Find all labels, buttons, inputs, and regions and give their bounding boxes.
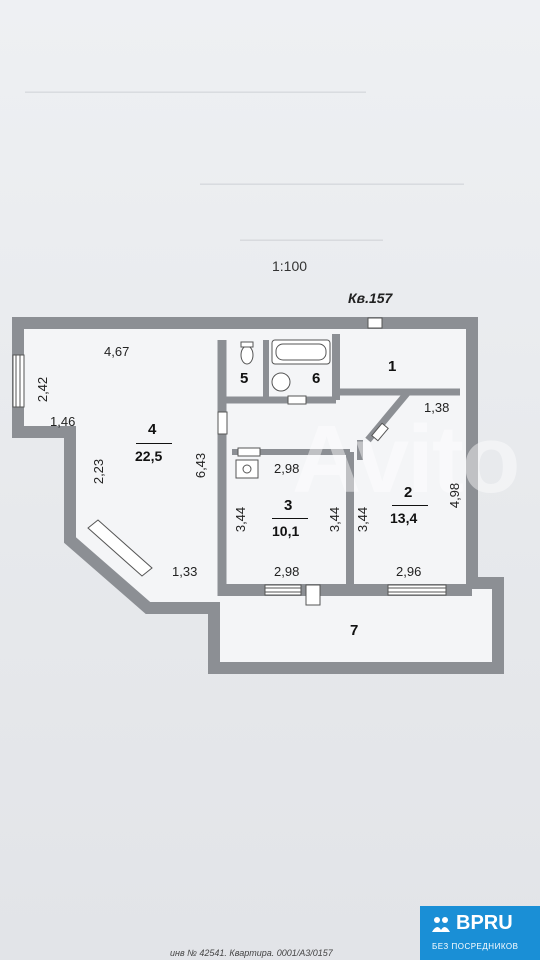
door-balcony [305,584,321,606]
dim-room4-window: 2,42 [35,376,51,403]
room-1-number: 1 [388,358,397,375]
room-4-number: 4 [148,421,157,438]
room-4-area: 22,5 [135,448,163,464]
room-5-number: 5 [240,370,249,387]
window-bottom-2 [387,584,447,596]
dim-room4-right: 6,43 [193,452,209,479]
badge-tagline: БЕЗ ПОСРЕДНИКОВ [432,942,519,951]
door-room2 [371,422,389,442]
dim-room4-diag: 2,23 [91,458,107,485]
plan-scale: 1:100 [272,258,308,274]
room-2-fraction-line [392,505,428,506]
apartment-label: Кв.157 [348,290,393,306]
dim-room3-right: 3,44 [327,506,343,533]
door-bath [287,395,307,405]
dim-room2-right: 4,98 [447,482,463,509]
faint-text: ————————————— [240,234,383,246]
room-3-area: 10,1 [272,523,300,539]
dim-room2-bottom: 2,96 [396,564,422,579]
door-kitchen [217,411,228,435]
dim-room3-left: 3,44 [233,506,249,533]
door-room3 [237,447,261,457]
faint-text: ———————————————————————— [200,178,464,190]
room-6-number: 6 [312,370,321,387]
inventory-footer: инв № 42541. Квартира. 0001/А3/0157 [170,948,333,958]
toilet [240,345,254,365]
people-icon [432,917,450,932]
outer-wall [12,317,504,674]
bpru-badge[interactable]: BPRU БЕЗ ПОСРЕДНИКОВ [420,906,540,960]
dim-room4-bottom: 1,33 [172,564,198,579]
dim-room4-top: 4,67 [104,344,130,359]
dim-room2-left: 3,44 [355,506,371,533]
badge-brand: BPRU [456,912,513,934]
sink [271,372,291,392]
room-7-number: 7 [350,622,359,639]
dim-room4-left: 1,46 [50,414,76,429]
window-top [367,317,383,329]
window-bottom-1 [264,584,302,596]
room-2-number: 2 [404,484,413,501]
faint-text: ——————————————————————————————— [25,86,366,98]
dim-room3-bottom: 2,98 [274,564,300,579]
room-3-fraction-line [272,518,308,519]
window-left [12,354,25,408]
room-2-area: 13,4 [390,510,418,526]
dim-room2-top: 1,38 [424,400,450,415]
watermark: Avito [292,406,520,513]
window-diagonal [87,519,153,577]
dim-room3-top: 2,98 [274,461,300,476]
room-4-fraction-line [136,443,172,444]
room-3-number: 3 [284,497,293,514]
